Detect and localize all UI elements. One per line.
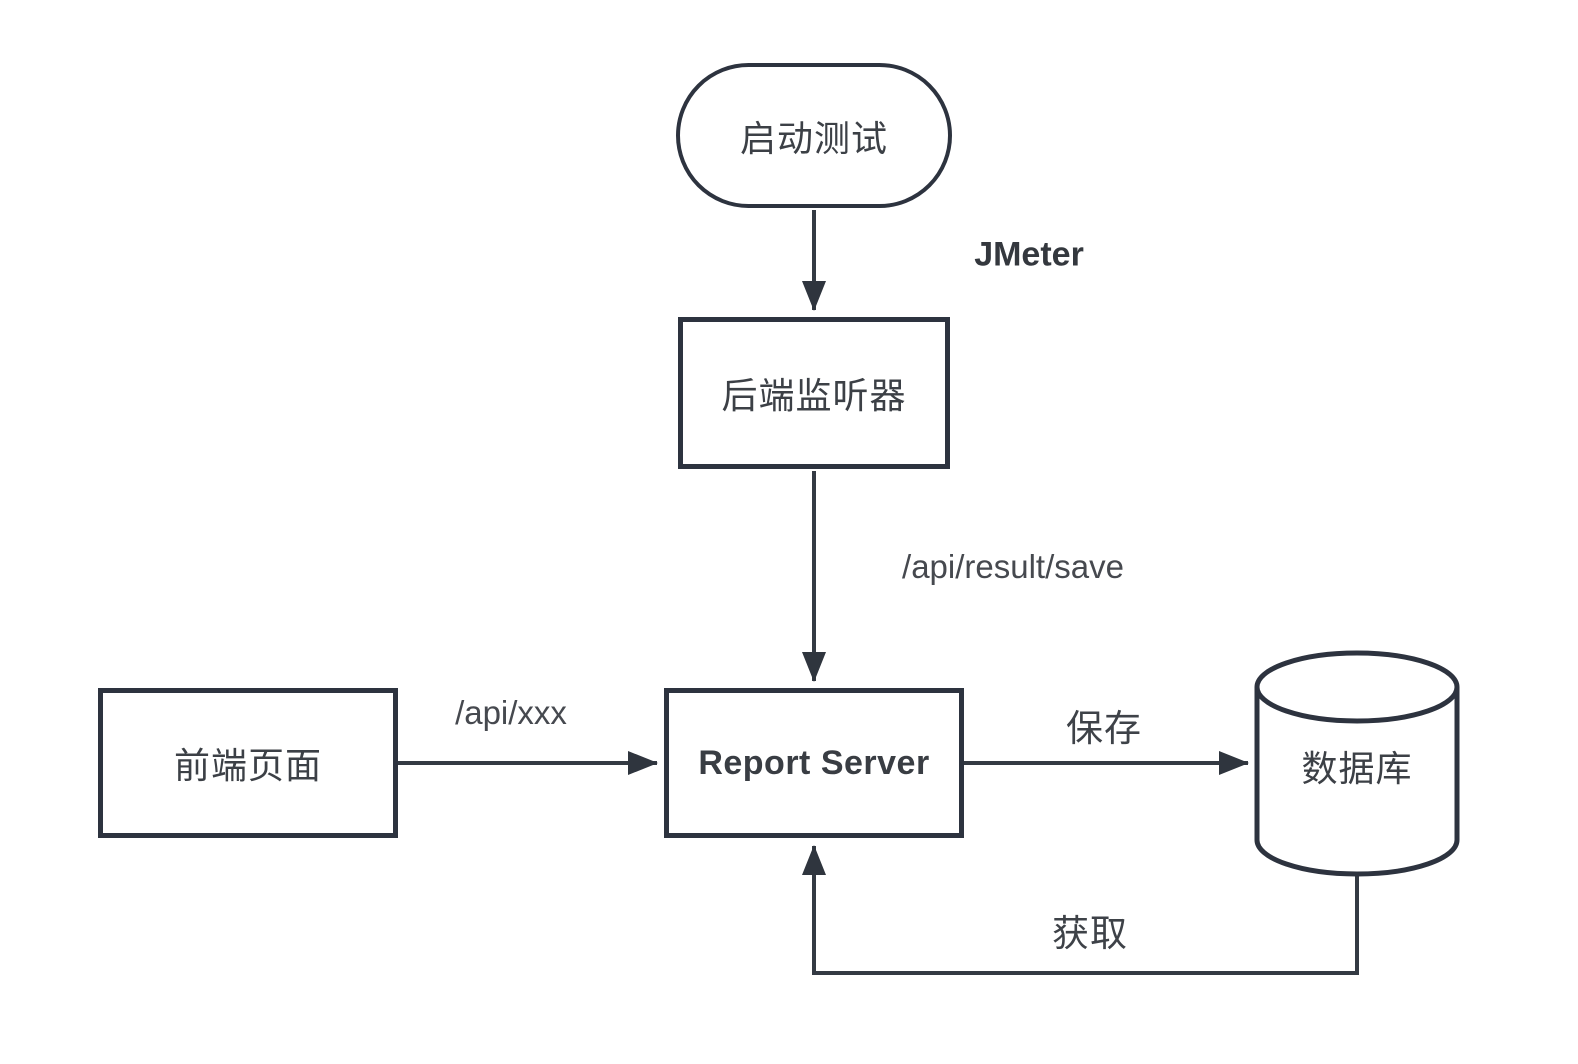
edge-label-api-result-save: /api/result/save [902,548,1124,585]
node-database-label: 数据库 [1301,748,1413,789]
node-backend-listener: 后端监听器 [678,317,950,469]
node-start-test-label: 启动测试 [739,117,888,159]
arrow-database-to-report [802,845,1359,975]
edge-label-save: 保存 [1066,708,1142,749]
edge-label-jmeter: JMeter [974,235,1084,274]
node-frontend-page: 前端页面 [98,688,398,838]
edge-label-fetch: 获取 [1052,913,1128,954]
node-backend-listener-label: 后端监听器 [721,375,907,416]
node-report-server-label: Report Server [698,743,930,782]
node-frontend-page-label: 前端页面 [173,745,322,786]
node-report-server: Report Server [664,688,964,838]
database-cylinder-icon [1254,650,1460,877]
node-start-test: 启动测试 [676,63,952,208]
edge-label-api-xxx: /api/xxx [455,694,567,731]
